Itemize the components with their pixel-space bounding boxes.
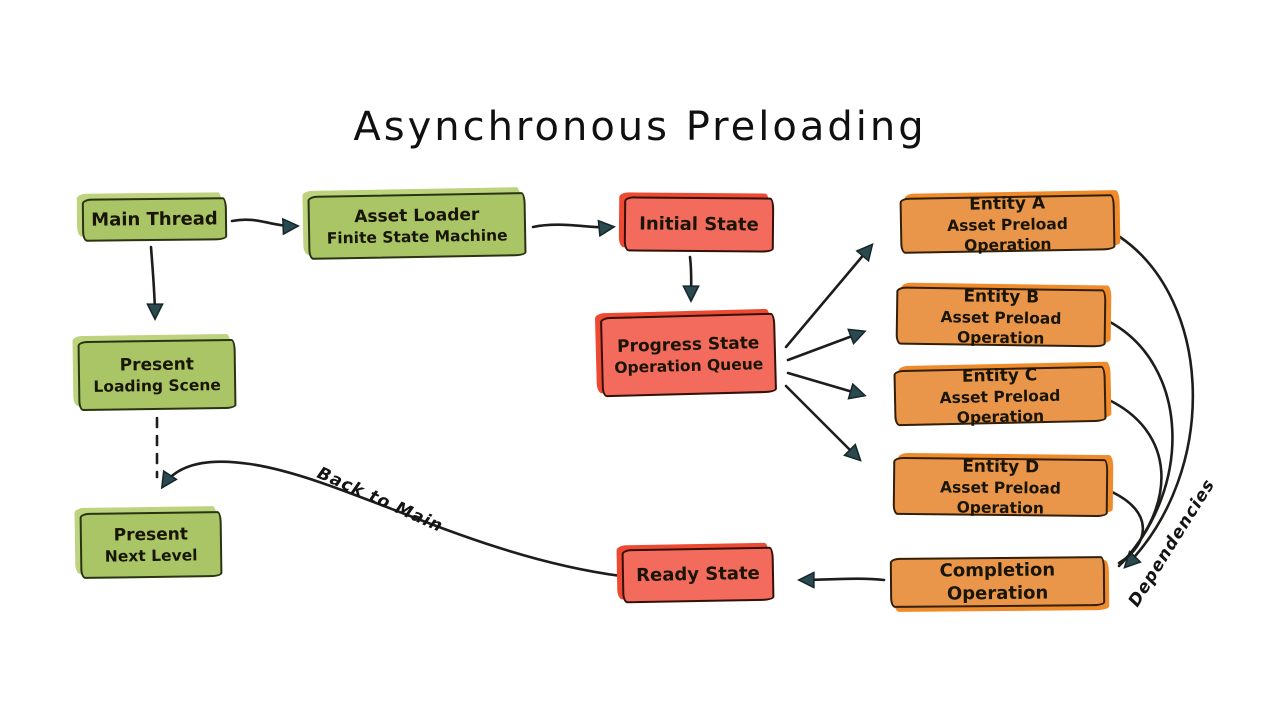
node-asset-loader-fsm: Asset Loader Finite State Machine (307, 192, 527, 260)
node-label: Present (113, 524, 189, 546)
node-label: Present (119, 354, 195, 376)
edge-dependency-entity-b (1108, 320, 1174, 565)
node-label: Completion Operation (939, 559, 1056, 605)
edge-progress-entity-a (784, 246, 871, 349)
node-entity-c: Entity C Asset Preload Operation (893, 365, 1107, 427)
node-label: Initial State (639, 213, 759, 236)
edge-assetloader-initialstate (531, 225, 612, 228)
node-sublabel: Loading Scene (93, 376, 221, 396)
node-label: Entity C (961, 365, 1038, 387)
node-sublabel: Finite State Machine (326, 226, 508, 248)
node-label: Entity D (962, 456, 1040, 478)
edge-progress-entity-c (786, 371, 863, 395)
node-completion-operation: Completion Operation (889, 556, 1106, 608)
node-label: Asset Loader (354, 204, 480, 227)
node-entity-b: Entity B Asset Preload Operation (895, 286, 1107, 348)
node-sublabel: Asset Preload Operation (940, 308, 1062, 348)
edge-back-to-main-curve (163, 460, 623, 578)
edge-progress-entity-d (784, 384, 859, 459)
edge-dependency-entity-c (1107, 398, 1163, 568)
node-present-next-level: Present Next Level (79, 511, 223, 579)
edge-mainthread-loadingscene (151, 245, 155, 317)
node-label: Ready State (635, 563, 760, 587)
node-sublabel: Asset Preload Operation (946, 214, 1069, 255)
node-entity-d: Entity D Asset Preload Operation (892, 456, 1109, 518)
node-main-thread: Main Thread (81, 197, 228, 242)
node-label: Entity A (968, 193, 1046, 215)
edge-progress-entity-b (786, 332, 863, 362)
node-sublabel: Operation Queue (614, 355, 764, 377)
node-progress-state: Progress State Operation Queue (599, 312, 778, 398)
node-present-loading-scene: Present Loading Scene (77, 338, 237, 412)
edge-dependency-entity-a (1118, 235, 1195, 566)
edge-completion-readystate (801, 579, 886, 580)
edge-initialstate-progressstate (690, 255, 691, 299)
node-label: Main Thread (91, 208, 218, 231)
edge-dependency-entity-d (1110, 490, 1145, 565)
edge-mainthread-assetloader (230, 220, 296, 226)
node-sublabel: Asset Preload Operation (939, 478, 1061, 518)
node-sublabel: Asset Preload Operation (939, 386, 1061, 427)
node-initial-state: Initial State (623, 196, 775, 253)
node-sublabel: Next Level (104, 546, 198, 566)
node-entity-a: Entity A Asset Preload Operation (899, 193, 1116, 255)
diagram-title: Asynchronous Preloading (353, 104, 927, 150)
node-ready-state: Ready State (621, 546, 775, 604)
node-label: Entity B (963, 286, 1040, 308)
